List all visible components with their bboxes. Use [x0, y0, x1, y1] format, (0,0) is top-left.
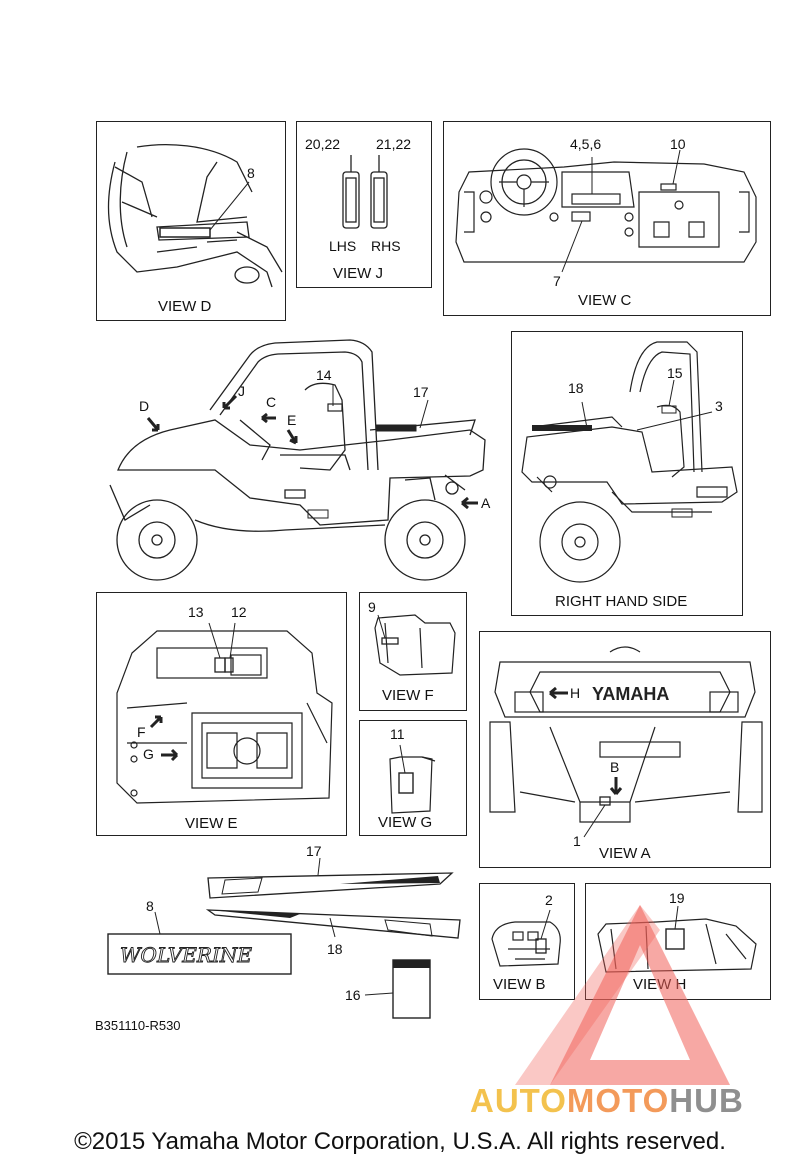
callout-8-decal: 8 [146, 898, 154, 914]
callout-16: 16 [345, 987, 361, 1003]
arrow-j-label: J [238, 383, 245, 399]
view-g-label: VIEW G [378, 814, 433, 831]
view-c-label: VIEW C [578, 292, 632, 309]
callout-17-decal: 17 [306, 843, 322, 859]
callout-18-rhs: 18 [568, 380, 584, 396]
arrow-f-icon [149, 715, 163, 729]
callout-14: 14 [316, 367, 332, 383]
view-b-label: VIEW B [493, 976, 546, 993]
view-d-drawing [107, 144, 283, 288]
yamaha-logo: YAMAHA [592, 684, 669, 704]
arrow-b-label: B [610, 759, 620, 775]
view-b-panel: 2 VIEW B [479, 883, 575, 1000]
right-hand-side-label: RIGHT HAND SIDE [555, 593, 688, 610]
watermark-part-moto: MOTO [566, 1082, 670, 1119]
watermark-text: AUTOMOTOHUB [470, 1082, 744, 1120]
arrow-d-icon [146, 417, 160, 432]
view-f-drawing [374, 614, 456, 676]
callout-18-decal: 18 [327, 941, 343, 957]
callout-13: 13 [188, 604, 204, 620]
callout-3: 3 [715, 398, 723, 414]
view-a-panel: YAMAHA H B 1 VIEW A [479, 631, 771, 868]
arrow-c-label: C [266, 394, 277, 410]
callout-8-view-d: 8 [247, 165, 255, 181]
arrow-d-label: D [139, 398, 150, 414]
callout-4-5-6: 4,5,6 [570, 136, 602, 152]
arrow-g-label: G [143, 746, 154, 762]
arrow-j-icon [222, 394, 238, 410]
diagram-code: B351110-R530 [95, 1018, 181, 1033]
right-hand-side-panel: 18 15 3 RIGHT HAND SIDE [511, 331, 743, 616]
watermark-part-auto: AUTO [470, 1082, 567, 1119]
view-j-drawing [342, 155, 388, 229]
copyright-text: ©2015 Yamaha Motor Corporation, U.S.A. A… [74, 1128, 726, 1155]
view-e-label: VIEW E [185, 815, 238, 832]
callout-17-vehicle: 17 [413, 384, 429, 400]
arrow-c-icon [261, 412, 276, 424]
view-d-label: VIEW D [158, 298, 212, 315]
view-f-label: VIEW F [382, 687, 434, 704]
arrow-e-icon [286, 429, 298, 445]
arrow-g-icon [161, 748, 179, 762]
view-g-panel: 11 VIEW G [359, 720, 467, 836]
view-j-lhs-label: LHS [329, 238, 357, 254]
view-j-right-ref: 21,22 [376, 136, 412, 152]
callout-1: 1 [573, 833, 581, 849]
view-a-drawing: YAMAHA [489, 646, 763, 838]
view-c-drawing [455, 148, 757, 273]
arrow-h-icon [549, 686, 568, 700]
view-g-drawing [389, 744, 436, 814]
arrow-a-label: A [481, 495, 491, 511]
arrow-f-label: F [137, 724, 146, 740]
view-e-panel: 13 12 F G VIEW E [96, 592, 347, 836]
arrow-h-label: H [570, 685, 581, 701]
view-c-panel: 4,5,6 10 7 VIEW C [443, 121, 771, 316]
callout-12: 12 [231, 604, 247, 620]
callout-19: 19 [669, 890, 685, 906]
right-hand-side-drawing [521, 341, 738, 583]
view-e-drawing [116, 622, 333, 804]
arrow-a-icon [461, 496, 478, 510]
callout-15: 15 [667, 365, 683, 381]
wolverine-decal-text: WOLVERINE [120, 943, 252, 967]
view-j-panel: 20,22 21,22 LHS RHS VIEW J [296, 121, 432, 288]
callout-9: 9 [368, 599, 376, 615]
view-f-panel: 9 VIEW F [359, 592, 467, 711]
arrow-b-icon [609, 777, 623, 795]
view-j-left-ref: 20,22 [305, 136, 341, 152]
view-b-drawing [491, 909, 561, 967]
watermark-part-hub: HUB [669, 1082, 744, 1119]
view-a-label: VIEW A [599, 845, 651, 862]
callout-7: 7 [553, 273, 561, 289]
callout-11: 11 [390, 726, 405, 742]
view-j-rhs-label: RHS [371, 238, 401, 254]
callout-2: 2 [545, 892, 553, 908]
arrow-e-label: E [287, 412, 297, 428]
view-j-label: VIEW J [333, 265, 384, 282]
view-d-panel: 8 VIEW D [96, 121, 286, 321]
callout-10: 10 [670, 136, 686, 152]
